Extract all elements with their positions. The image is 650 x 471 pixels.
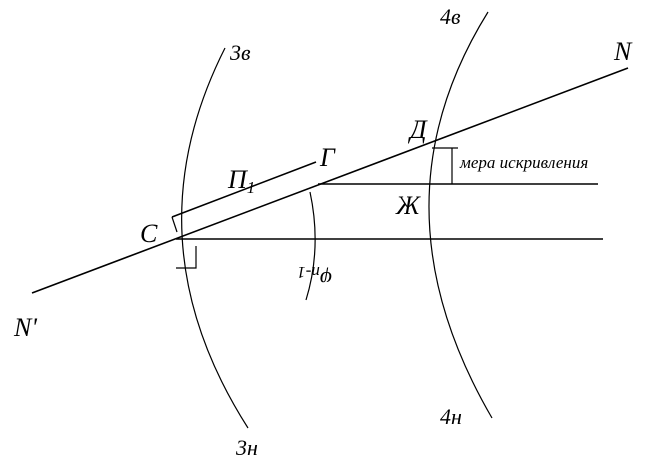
label-d: Д: [407, 115, 428, 144]
label-p1-sub: 1: [247, 178, 256, 197]
label-phi-group: φn-1: [297, 263, 332, 292]
label-arc4-bottom: 4н: [440, 404, 462, 429]
arc-4: [428, 11, 493, 419]
right-angle-mark: [176, 246, 197, 269]
label-arc3-bottom: 3н: [235, 435, 258, 460]
label-arc4-top: 4в: [440, 4, 461, 29]
label-n: N: [613, 37, 633, 66]
label-phi: φn-1: [297, 263, 332, 292]
label-c: С: [140, 219, 158, 248]
label-phi-sub: n-1: [297, 263, 320, 282]
label-zh: Ж: [395, 191, 421, 220]
line-n-n-prime: [31, 67, 629, 294]
label-p1: П1: [227, 165, 255, 197]
label-p1-main: П: [227, 165, 249, 194]
segment-p1-parallel: [171, 161, 317, 218]
label-n-prime: N': [13, 313, 37, 342]
arc-3: [181, 47, 249, 429]
label-phi-main: φ: [320, 267, 332, 292]
label-arc3-top: 3в: [229, 40, 251, 65]
label-curvature-measure: мера искривления: [459, 153, 588, 172]
angle-arc-phi: [305, 191, 316, 301]
label-g: Г: [319, 143, 336, 172]
segment-p1-cap: [171, 216, 178, 233]
